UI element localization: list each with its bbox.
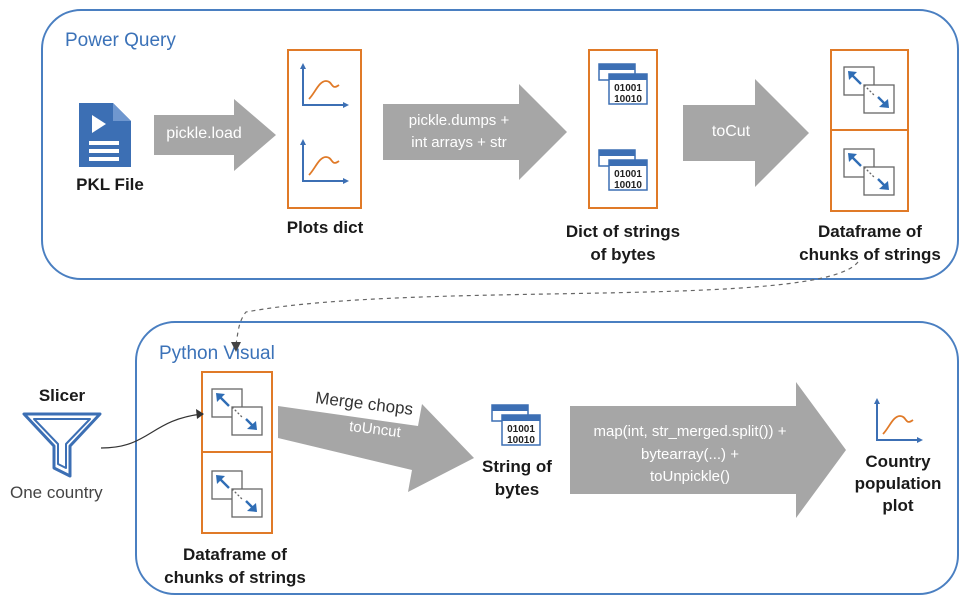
unpickle-arrow	[570, 382, 846, 518]
pkl-file-icon	[79, 103, 131, 167]
merge-chops-arrow	[278, 404, 474, 492]
pickle-dumps-arrow	[383, 84, 567, 180]
dataframe-label-line1: Dataframe of	[183, 545, 287, 564]
split-arrows-icon	[211, 470, 263, 518]
svg-text:10010: 10010	[614, 180, 642, 191]
slicer-label: Slicer	[38, 386, 86, 405]
power-query-title: Power Query	[65, 30, 176, 51]
split-arrows-icon	[211, 388, 263, 436]
line-chart-icon	[300, 139, 349, 184]
tocut-arrow	[683, 79, 809, 187]
plots-dict-label: Plots dict	[286, 218, 364, 237]
dataframe-label-line2: chunks of strings	[164, 568, 306, 587]
split-arrows-icon	[843, 66, 895, 114]
pkl-file-label: PKL File	[76, 175, 144, 194]
country-plot-label-line2: population	[854, 474, 942, 493]
dataframe-label-line2: chunks of strings	[799, 245, 941, 264]
dict-strings-label-line1: Dict of strings	[565, 222, 681, 241]
split-arrows-icon	[843, 148, 895, 196]
pickle-load-arrow	[154, 99, 276, 171]
svg-text:01001: 01001	[507, 424, 535, 435]
svg-text:01001: 01001	[614, 83, 642, 94]
funnel-icon	[22, 412, 102, 478]
country-plot-label-line3: plot	[882, 496, 914, 515]
one-country-label: One country	[10, 483, 103, 502]
tocut-label: toCut	[711, 123, 751, 140]
binary-data-icon: 01001 10010	[598, 149, 648, 191]
unpickle-label-line1: map(int, str_merged.split()) +	[593, 423, 787, 440]
dataframe-label-line1: Dataframe of	[818, 222, 922, 241]
plots-dict-box	[287, 49, 362, 209]
svg-text:01001: 01001	[614, 169, 642, 180]
string-bytes-label-line2: bytes	[494, 480, 540, 499]
svg-text:10010: 10010	[614, 94, 642, 105]
string-bytes-label-line1: String of	[482, 457, 552, 476]
pickle-dumps-label-line2: int arrays + str	[411, 134, 507, 151]
svg-text:10010: 10010	[507, 435, 535, 446]
binary-data-icon: 01001 10010	[491, 404, 541, 446]
line-chart-icon	[874, 398, 923, 443]
python-visual-title: Python Visual	[159, 343, 275, 364]
unpickle-label-line2: bytearray(...) +	[641, 446, 739, 463]
dict-strings-label-line2: of bytes	[590, 245, 656, 264]
pickle-dumps-label-line1: pickle.dumps +	[408, 112, 510, 129]
country-plot-label-line1: Country	[865, 452, 931, 471]
unpickle-label-line3: toUnpickle()	[649, 468, 731, 485]
line-chart-icon	[300, 63, 349, 108]
binary-data-icon: 01001 10010	[598, 63, 648, 105]
pickle-load-label: pickle.load	[166, 125, 242, 142]
